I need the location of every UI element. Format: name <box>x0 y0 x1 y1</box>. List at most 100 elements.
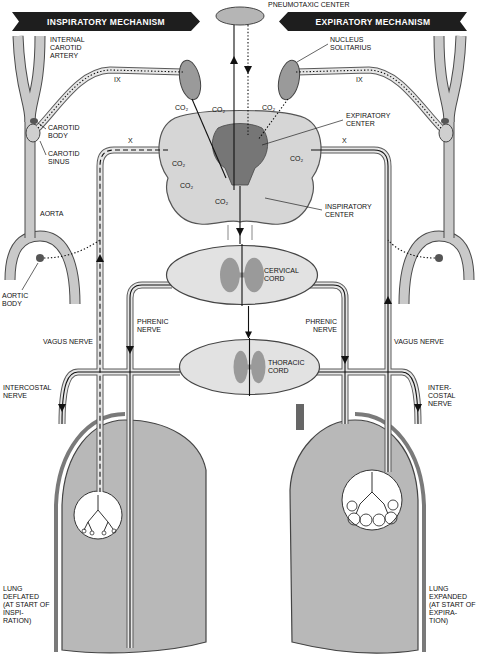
cord-label: CERVICAL CORD <box>264 267 309 283</box>
leader-line <box>22 263 38 290</box>
efferent-signal <box>62 372 180 424</box>
alveolus <box>347 501 357 511</box>
anatomy-label: AORTIC BODY <box>2 292 42 308</box>
respiratory-center <box>212 124 267 186</box>
aorta <box>404 236 469 304</box>
efferent-signal <box>316 372 418 424</box>
spinal-cord-section: THORACIC CORD <box>178 338 321 396</box>
leader-line <box>262 120 343 145</box>
nerve-outline <box>296 70 441 128</box>
center-pathway <box>192 99 226 178</box>
anatomy-label: CO₂ <box>215 198 228 206</box>
anatomy-label: VAGUS NERVE <box>31 338 93 346</box>
anatomy-label: EXPIRATORY CENTER <box>346 112 402 128</box>
anatomy-label: CO₂ <box>180 182 193 190</box>
descending-pathway <box>249 338 250 396</box>
node-outline <box>178 338 321 396</box>
alveoli-deflated <box>74 491 122 539</box>
right-lung <box>290 420 418 653</box>
alveolus <box>360 514 372 526</box>
anatomy-label: X <box>342 137 347 145</box>
anatomy-label: INTERCOSTAL NERVE <box>3 384 58 400</box>
chest-wall <box>56 414 125 652</box>
afferent-signal <box>38 70 183 128</box>
left-lung <box>62 420 206 653</box>
anatomy-label: CO₂ <box>212 106 225 114</box>
nucleus-solitarius <box>275 58 303 101</box>
alveolus <box>102 531 106 535</box>
leader-line <box>297 44 328 62</box>
arrowhead <box>384 296 392 304</box>
spinal-cord-section: CERVICAL CORD <box>165 244 319 306</box>
anatomy-label: LUNG DEFLATED (AT START OF INSPI- RATION… <box>3 585 51 625</box>
arrowhead <box>230 56 238 64</box>
cord-label: THORACIC CORD <box>268 359 312 375</box>
leader-line <box>265 198 322 210</box>
anatomy-label: INSPIRATORY CENTER <box>325 203 381 219</box>
anatomy-label: CO₂ <box>262 104 275 112</box>
carotid-artery <box>18 36 30 122</box>
nerve-outline <box>38 70 183 128</box>
aortic-body <box>435 254 443 262</box>
carotid-outline <box>449 36 461 122</box>
arrowhead <box>126 346 134 354</box>
alveolus <box>373 514 385 526</box>
anatomy-label: CO₂ <box>290 155 303 163</box>
banner-shape <box>12 12 200 31</box>
alveolus <box>112 529 116 533</box>
alveolus <box>388 500 398 510</box>
intercostal-nerve <box>316 372 418 424</box>
bronchus-stub <box>296 404 304 430</box>
carotid-body <box>30 118 38 124</box>
arrowhead <box>414 404 422 412</box>
phrenic-nerve <box>130 285 172 648</box>
alveolus <box>385 512 397 524</box>
center-pathway <box>258 99 288 140</box>
nerve-outline <box>62 372 180 424</box>
arrowhead <box>96 254 104 262</box>
anatomy-label: PHRENIC NERVE <box>297 318 337 334</box>
nerve-outline <box>308 285 345 424</box>
mechanism-banner: EXPIRATORY MECHANISM <box>279 12 467 31</box>
nerve-outline <box>311 150 388 472</box>
aortic-body <box>36 254 44 262</box>
nucleus-solitarius <box>176 58 204 101</box>
vagus-nerve <box>311 150 388 472</box>
efferent-signal <box>308 285 345 424</box>
aorta-outline <box>404 236 469 304</box>
anatomy-label: LUNG EXPANDED (AT START OF EXPIRA- TION) <box>429 585 477 625</box>
pneumotaxic-pathway <box>247 25 248 135</box>
mechanism-banner: INSPIRATORY MECHANISM <box>12 12 200 31</box>
afferent-signal <box>44 240 100 258</box>
alveolus <box>90 531 94 535</box>
pneumotaxic-center <box>216 7 264 25</box>
arrowhead <box>244 66 252 74</box>
alveoli-expanded <box>342 470 402 530</box>
leader-line <box>40 141 46 155</box>
afferent-signal <box>296 70 441 128</box>
descending-pathway <box>241 244 242 306</box>
anatomy-label: CAROTID BODY <box>48 124 92 140</box>
anatomy-label: CAROTID SINUS <box>48 150 92 166</box>
anatomy-label: X <box>128 137 133 145</box>
anatomy-label: CO₂ <box>175 104 188 112</box>
anatomy-label: PHRENIC NERVE <box>137 318 177 334</box>
alveolus <box>348 513 360 525</box>
arrowhead <box>236 228 244 236</box>
bronchiole-branches <box>84 495 113 531</box>
alveolus <box>82 529 86 533</box>
signal-connector <box>248 306 249 338</box>
anatomy-label: CO₂ <box>172 160 185 168</box>
carotid-outline <box>18 36 30 122</box>
anatomy-label: INTER- COSTAL NERVE <box>428 384 476 408</box>
efferent-signal <box>130 285 172 648</box>
anatomy-label: PNEUMOTAXIC CENTER <box>268 1 350 9</box>
banner-title: INSPIRATORY MECHANISM <box>47 17 165 27</box>
anatomy-label: NUCLEUS SOLITARIUS <box>330 36 385 52</box>
glossopharyngeal-nerve <box>38 70 183 128</box>
afferent-signal <box>311 150 388 472</box>
arrowhead <box>341 356 349 364</box>
bronchiole-branches <box>356 472 388 514</box>
